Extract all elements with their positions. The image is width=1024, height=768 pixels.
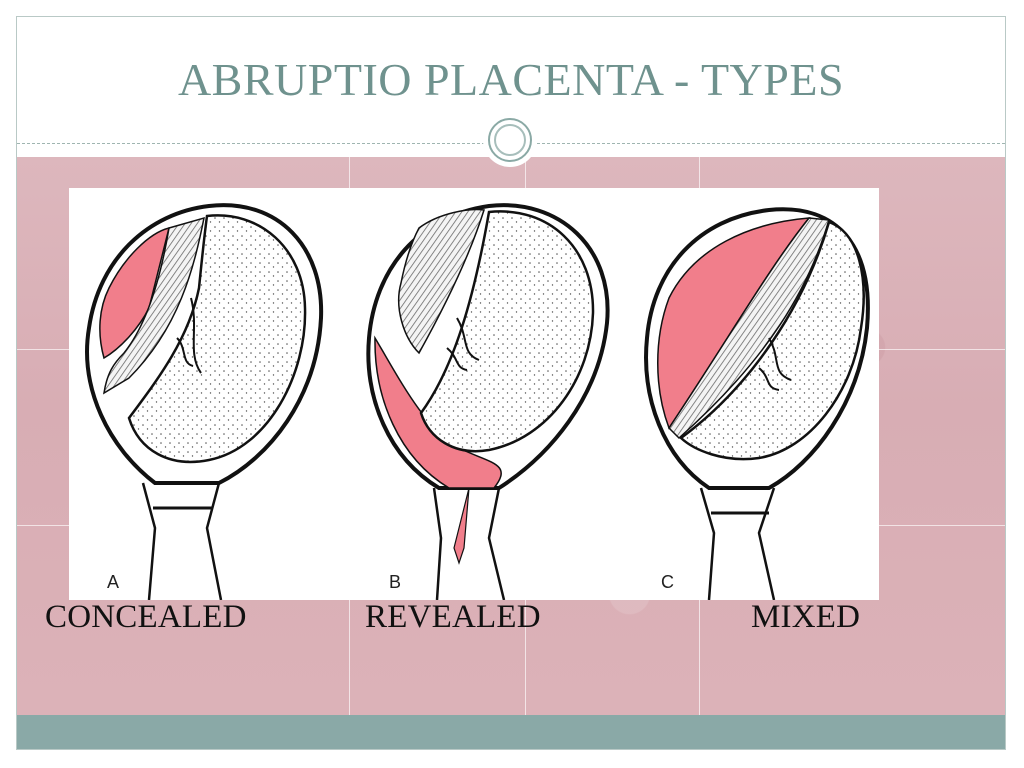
uterus-diagram-revealed	[366, 203, 610, 600]
uterus-illustrations	[85, 203, 870, 600]
uterus-diagram-concealed	[85, 203, 324, 600]
ornament-ring	[488, 118, 532, 162]
panel-letter-b: B	[389, 572, 402, 592]
amniotic-sac	[679, 220, 865, 461]
caption-mixed: MIXED	[751, 599, 861, 635]
hemorrhage-drip	[453, 487, 470, 565]
placenta	[103, 216, 205, 395]
placenta	[397, 208, 485, 355]
slide: ABRUPTIO PLACENTA - TYPES	[16, 16, 1006, 750]
footer-bar	[17, 715, 1005, 749]
panel-letter-a: A	[107, 572, 120, 592]
hemorrhage-region	[99, 226, 171, 360]
amniotic-sac	[419, 210, 595, 453]
panel-letter-c: C	[661, 572, 674, 592]
ornament-circle-icon	[485, 115, 535, 165]
caption-concealed: CONCEALED	[45, 599, 247, 635]
hemorrhage-region	[374, 335, 502, 489]
amniotic-sac	[127, 214, 307, 464]
figure-panel: A B C	[69, 188, 879, 600]
uterus-diagram-mixed	[644, 207, 870, 600]
caption-revealed: REVEALED	[365, 599, 541, 635]
slide-title: ABRUPTIO PLACENTA - TYPES	[177, 54, 845, 105]
